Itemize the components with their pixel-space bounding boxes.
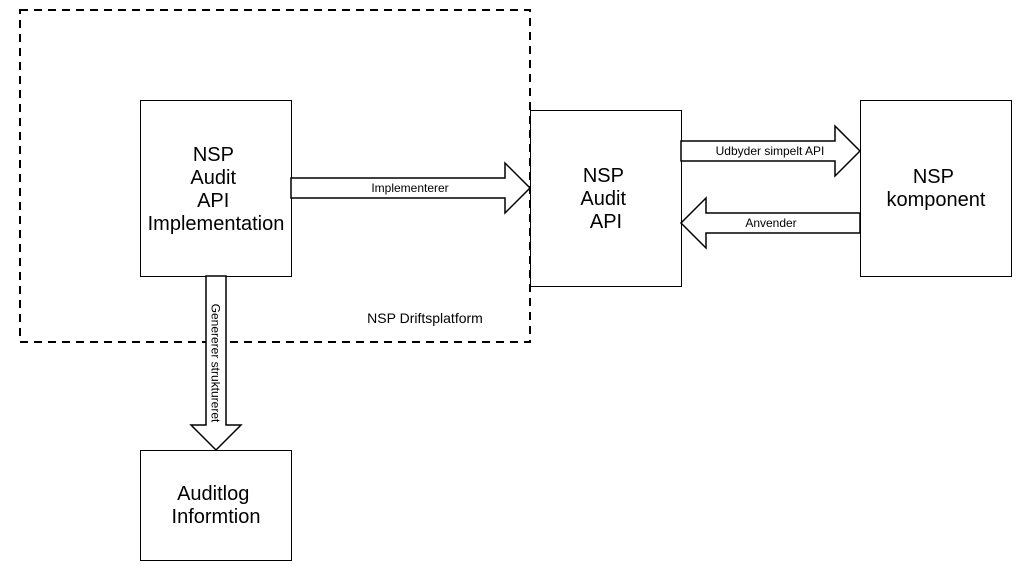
component-box-line: NSP bbox=[913, 166, 954, 188]
auditlog-box-line: Informtion bbox=[172, 506, 261, 528]
component-box-line: komponent bbox=[887, 189, 986, 211]
provides-arrow-shape bbox=[680, 124, 862, 178]
auditlog-box-line: Auditlog bbox=[177, 483, 249, 505]
audit-api-box-label: NSP Audit API bbox=[580, 165, 631, 233]
implements-arrow: Implementerer bbox=[290, 161, 532, 215]
implementation-box-line: API bbox=[197, 190, 229, 212]
platform-zone-label: NSP Driftsplatform bbox=[367, 310, 483, 326]
provides-arrow: Udbyder simpelt API bbox=[680, 124, 862, 178]
auditlog-box: Auditlog Informtion bbox=[140, 450, 292, 561]
provides-arrow-label: Udbyder simpelt API bbox=[716, 144, 825, 158]
implementation-box-border bbox=[140, 100, 292, 277]
generates-arrow-shape bbox=[189, 275, 243, 452]
implementation-box-label: NSP Audit API Implementation bbox=[148, 144, 285, 235]
component-box-label: NSP komponent bbox=[887, 166, 986, 211]
implements-arrow-shape bbox=[290, 161, 532, 215]
uses-arrow-label: Anvender bbox=[745, 216, 796, 230]
audit-api-box: NSP Audit API bbox=[530, 110, 682, 287]
implementation-box-line: Audit bbox=[190, 167, 236, 189]
implementation-box-line: Implementation bbox=[148, 213, 285, 235]
audit-api-box-border bbox=[530, 110, 682, 287]
component-box: NSP komponent bbox=[860, 100, 1012, 277]
uses-arrow-shape bbox=[679, 196, 861, 250]
auditlog-box-border bbox=[140, 450, 292, 561]
generates-arrow: Genererer struktureret bbox=[189, 275, 243, 452]
audit-api-box-line: NSP bbox=[583, 165, 624, 187]
generates-arrow-label: Genererer struktureret bbox=[209, 304, 223, 423]
implements-arrow-label: Implementerer bbox=[371, 181, 448, 195]
component-box-border bbox=[860, 100, 1012, 277]
implementation-box-line: NSP bbox=[193, 144, 234, 166]
audit-api-box-line: Audit bbox=[580, 188, 626, 210]
auditlog-box-label: Auditlog Informtion bbox=[172, 483, 261, 528]
implementation-box: NSP Audit API Implementation bbox=[140, 100, 292, 277]
uses-arrow: Anvender bbox=[679, 196, 861, 250]
audit-api-box-line: API bbox=[590, 211, 622, 233]
